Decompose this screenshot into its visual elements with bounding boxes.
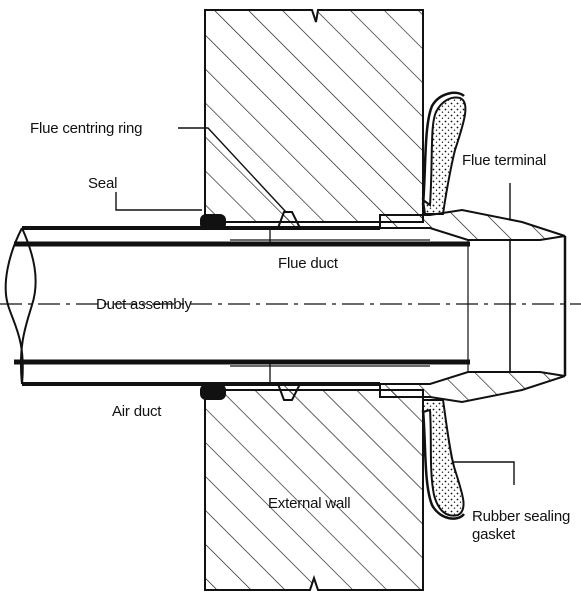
external-wall [204,9,424,591]
gasket-top [421,96,467,215]
leader-lines [115,127,515,485]
flue-centring-ring [269,211,302,401]
label-air-duct: Air duct [112,403,162,420]
label-external-wall: External wall [268,495,350,512]
gasket-bottom-outline [421,409,465,520]
centring-ring-top [276,211,302,229]
air-duct [22,226,380,386]
label-flue-terminal: Flue terminal [462,152,546,169]
label-flue-centring-ring: Flue centring ring [30,120,142,137]
rubber-sealing-gasket [421,91,467,520]
duct-break-end-inner [19,227,37,385]
seal-bottom [200,384,226,400]
flue-terminal-bottom [379,371,566,404]
centring-ring-bottom [276,383,302,401]
seal [200,214,226,400]
label-seal: Seal [88,175,117,192]
flue-duct [14,239,470,367]
wall-upper-block [204,9,424,223]
label-flue-duct: Flue duct [278,255,339,272]
gasket-top-outline [421,91,465,206]
seal-top [200,214,226,230]
leader-seal [115,192,202,211]
wall-lower-block [204,389,424,591]
flue-terminal-top [379,208,566,241]
flue-terminal [379,208,567,404]
label-duct-assembly: Duct assembly [96,296,192,313]
gasket-bottom [422,399,465,517]
leader-flue-centring-ring [178,127,287,213]
label-rubber-sealing-gasket-line1: Rubber sealing [472,508,570,525]
leader-rubber-sealing-gasket [452,461,515,485]
label-rubber-sealing-gasket-line2: gasket [472,526,516,543]
